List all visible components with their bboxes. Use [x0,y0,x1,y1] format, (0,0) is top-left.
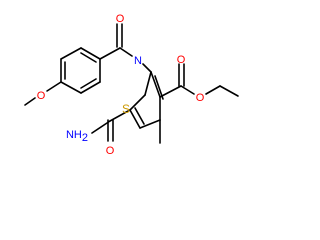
amide-nitrogen-label: N [134,55,142,67]
carboxamide-group [91,109,131,142]
thiophene-ring [129,71,164,129]
benzene-ring [60,47,101,94]
ester-carbonyl-oxygen-label: O [177,54,186,66]
methoxy-group [24,81,62,106]
amino-nh2-label: NH2 [66,129,88,144]
chemical-structure-diagram: O N O O O S O NH2 [24,13,239,157]
thiophene-sulfur-label: S [122,102,130,116]
amide-linker [99,23,152,73]
amino-subscript-2: 2 [82,132,88,144]
ethyl-ester-group [159,63,239,98]
ester-alkoxy-oxygen-label: O [196,92,205,104]
methoxy-oxygen-label: O [37,90,46,102]
amino-nh-text: NH [66,129,82,141]
carboxamide-oxygen-label: O [106,145,115,157]
amide-carbonyl-oxygen-label: O [116,13,125,25]
